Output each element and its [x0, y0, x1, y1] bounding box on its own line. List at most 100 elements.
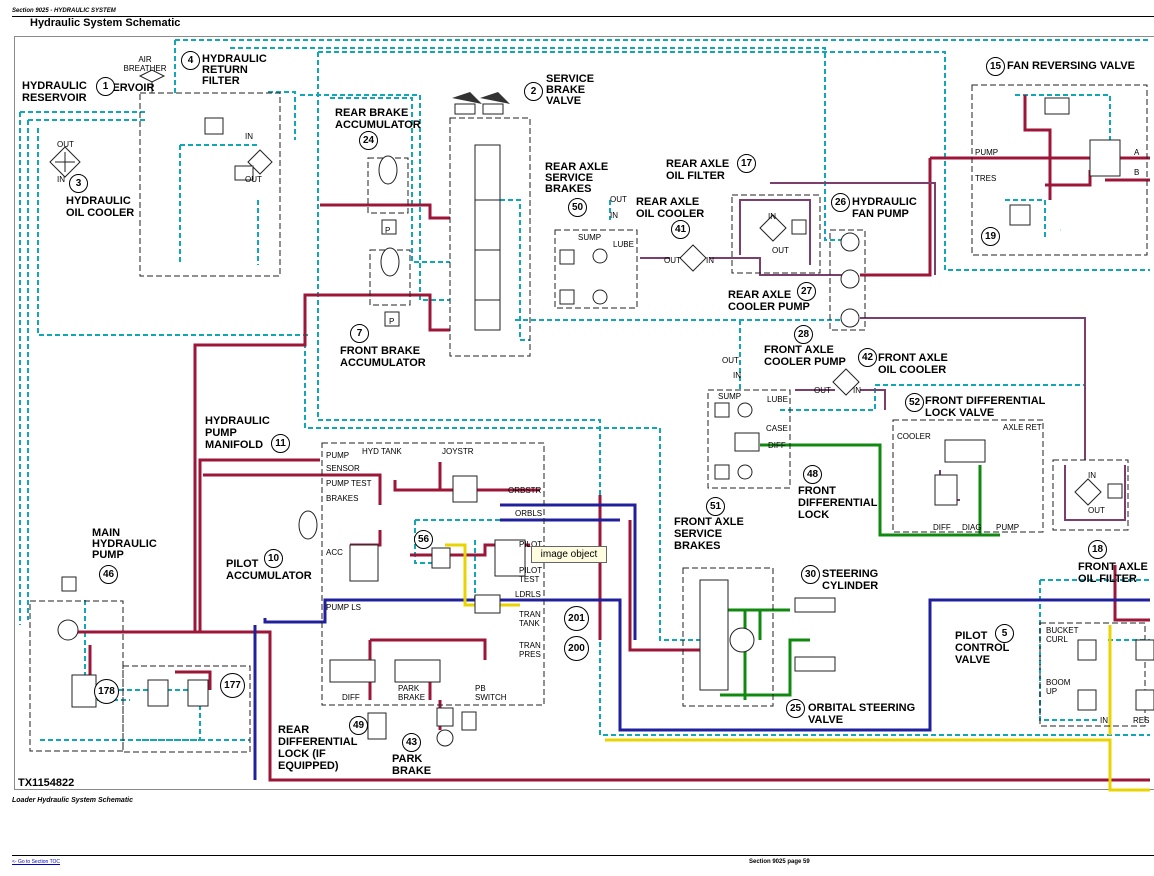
section-toc-link[interactable]: <- Go to Section TOC [12, 859, 61, 865]
port-pcv-in: IN [1100, 716, 1108, 725]
port-bucket-curl: BUCKET CURL [1046, 626, 1079, 644]
callout-46: 46 [99, 565, 118, 584]
port-faf-out: OUT [1088, 506, 1105, 515]
callout-2: 2 [524, 82, 543, 101]
label-oil-cooler: HYDRAULIC OIL COOLER [66, 195, 135, 219]
port-case: CASE [766, 424, 788, 433]
callout-5: 5 [995, 624, 1014, 643]
callout-48: 48 [803, 465, 822, 484]
callout-4: 4 [181, 51, 200, 70]
callout-17: 17 [737, 154, 756, 173]
label-pilot-acc: PILOT ACCUMULATOR [226, 558, 312, 582]
port-fac-in: IN [733, 371, 741, 380]
port-axle-ret: AXLE RET [1003, 423, 1042, 432]
port-lube: LUBE [613, 240, 634, 249]
label-pilot-control: PILOT CONTROL VALVE [955, 630, 1017, 666]
callout-25: 25 [786, 699, 805, 718]
callout-50: 50 [568, 198, 587, 217]
label-rear-axle-filter: REAR AXLE OIL FILTER [666, 158, 730, 182]
callout-41: 41 [671, 220, 690, 239]
port-tran-pres: TRAN PRES [519, 641, 541, 659]
port-filter-out: OUT [245, 175, 262, 184]
callout-200: 200 [564, 636, 589, 661]
port-front-sump: SUMP [718, 392, 742, 401]
port-pb-switch: PB SWITCH [475, 684, 507, 702]
component-glyphs [49, 69, 1154, 747]
callout-43: 43 [402, 733, 421, 752]
port-brake-in: IN [610, 211, 618, 220]
diagram-frame [14, 36, 1154, 790]
label-reservoir-text: HYDRAULIC RESERVOIR [22, 80, 100, 104]
label-front-diff-lock-valve: FRONT DIFFERENTIAL LOCK VALVE [925, 395, 1046, 419]
figure-id: TX1154822 [18, 777, 75, 789]
port-cooler: COOLER [897, 432, 931, 441]
callout-15: 15 [986, 57, 1005, 76]
label-park-brake: PARK BRAKE [392, 753, 432, 777]
callout-10: 10 [264, 549, 283, 568]
callout-19: 19 [981, 227, 1000, 246]
port-diag: DIAG [962, 523, 982, 532]
port-rac-out: OUT [664, 256, 681, 265]
port-pump: PUMP [326, 451, 350, 460]
port-acc: ACC [326, 548, 343, 557]
port-res: RES [1133, 716, 1150, 725]
port-brakes: BRAKES [326, 494, 359, 503]
label-steering-cyl: STEERING CYLINDER [822, 568, 879, 592]
label-front-brake-acc: FRONT BRAKE ACCUMULATOR [340, 345, 426, 369]
port-b: B [1134, 168, 1140, 177]
port-park-brake: PARK BRAKE [398, 684, 426, 702]
port-filter-in: IN [245, 132, 253, 141]
port-cooler-in: IN [57, 175, 65, 184]
port-foc-out: OUT [814, 386, 831, 395]
callout-26: 26 [831, 193, 850, 212]
label-rear-axle-service: REAR AXLE SERVICE BRAKES [545, 161, 609, 195]
port-fac-out: OUT [722, 356, 739, 365]
label-front-cooler-pump: FRONT AXLE COOLER PUMP [764, 344, 846, 368]
pilot-lines [253, 503, 1150, 780]
label-fan-pump: HYDRAULIC FAN PUMP [852, 196, 917, 220]
port-orbls: ORBLS [515, 509, 543, 518]
port-a: A [1134, 148, 1140, 157]
figure-caption: Loader Hydraulic System Schematic [12, 797, 133, 804]
port-raf-out: OUT [772, 246, 789, 255]
port-diff: DIFF [342, 693, 360, 702]
callout-27: 27 [797, 282, 816, 301]
port-boom-up: BOOM UP [1046, 678, 1071, 696]
port-pilot-test: PILOT TEST [519, 566, 542, 584]
callout-30: 30 [801, 565, 820, 584]
port-p1: P [385, 226, 391, 235]
callout-18: 18 [1088, 540, 1107, 559]
label-rear-brake-acc: REAR BRAKE ACCUMULATOR [335, 107, 421, 131]
callout-7: 7 [350, 324, 369, 343]
callout-1: 1 [96, 77, 115, 96]
port-pilot: PILOT [519, 540, 543, 549]
label-fan-reversing: FAN REVERSING VALVE [1007, 60, 1152, 72]
port-faf-in: IN [1088, 471, 1096, 480]
port-sensor: SENSOR [326, 464, 360, 473]
label-orbital: ORBITAL STEERING VALVE [808, 702, 916, 726]
label-main-pump: MAIN HYDRAULIC PUMP [92, 527, 157, 561]
image-object-tooltip[interactable]: image object [531, 546, 607, 563]
label-front-diff-lock: FRONT DIFFERENTIAL LOCK [798, 485, 878, 521]
callout-52: 52 [905, 393, 924, 412]
callout-42: 42 [858, 348, 877, 367]
callout-51: 51 [706, 497, 725, 516]
port-hyd-tank: HYD TANK [362, 447, 402, 456]
port-raf-in: IN [768, 212, 776, 221]
label-rear-diff-lock: REAR DIFFERENTIAL LOCK (IF EQUIPPED) [278, 724, 358, 772]
port-cooler-out: OUT [57, 140, 74, 149]
label-front-axle-filter: FRONT AXLE OIL FILTER [1078, 561, 1148, 585]
callout-28: 28 [794, 325, 813, 344]
port-rac-in: IN [706, 256, 714, 265]
callout-24: 24 [359, 131, 378, 150]
label-front-oil-cooler: FRONT AXLE OIL COOLER [878, 352, 948, 376]
callout-178: 178 [94, 679, 119, 704]
label-air-breather: AIR BREATHER [123, 55, 167, 73]
label-pump-manifold: HYDRAULIC PUMP MANIFOLD [205, 415, 270, 451]
lube-lines [720, 443, 1000, 700]
port-tres: TRES [975, 174, 997, 183]
port-p2: P [389, 317, 395, 326]
callout-201: 201 [564, 606, 589, 631]
port-joystr: JOYSTR [442, 447, 474, 456]
